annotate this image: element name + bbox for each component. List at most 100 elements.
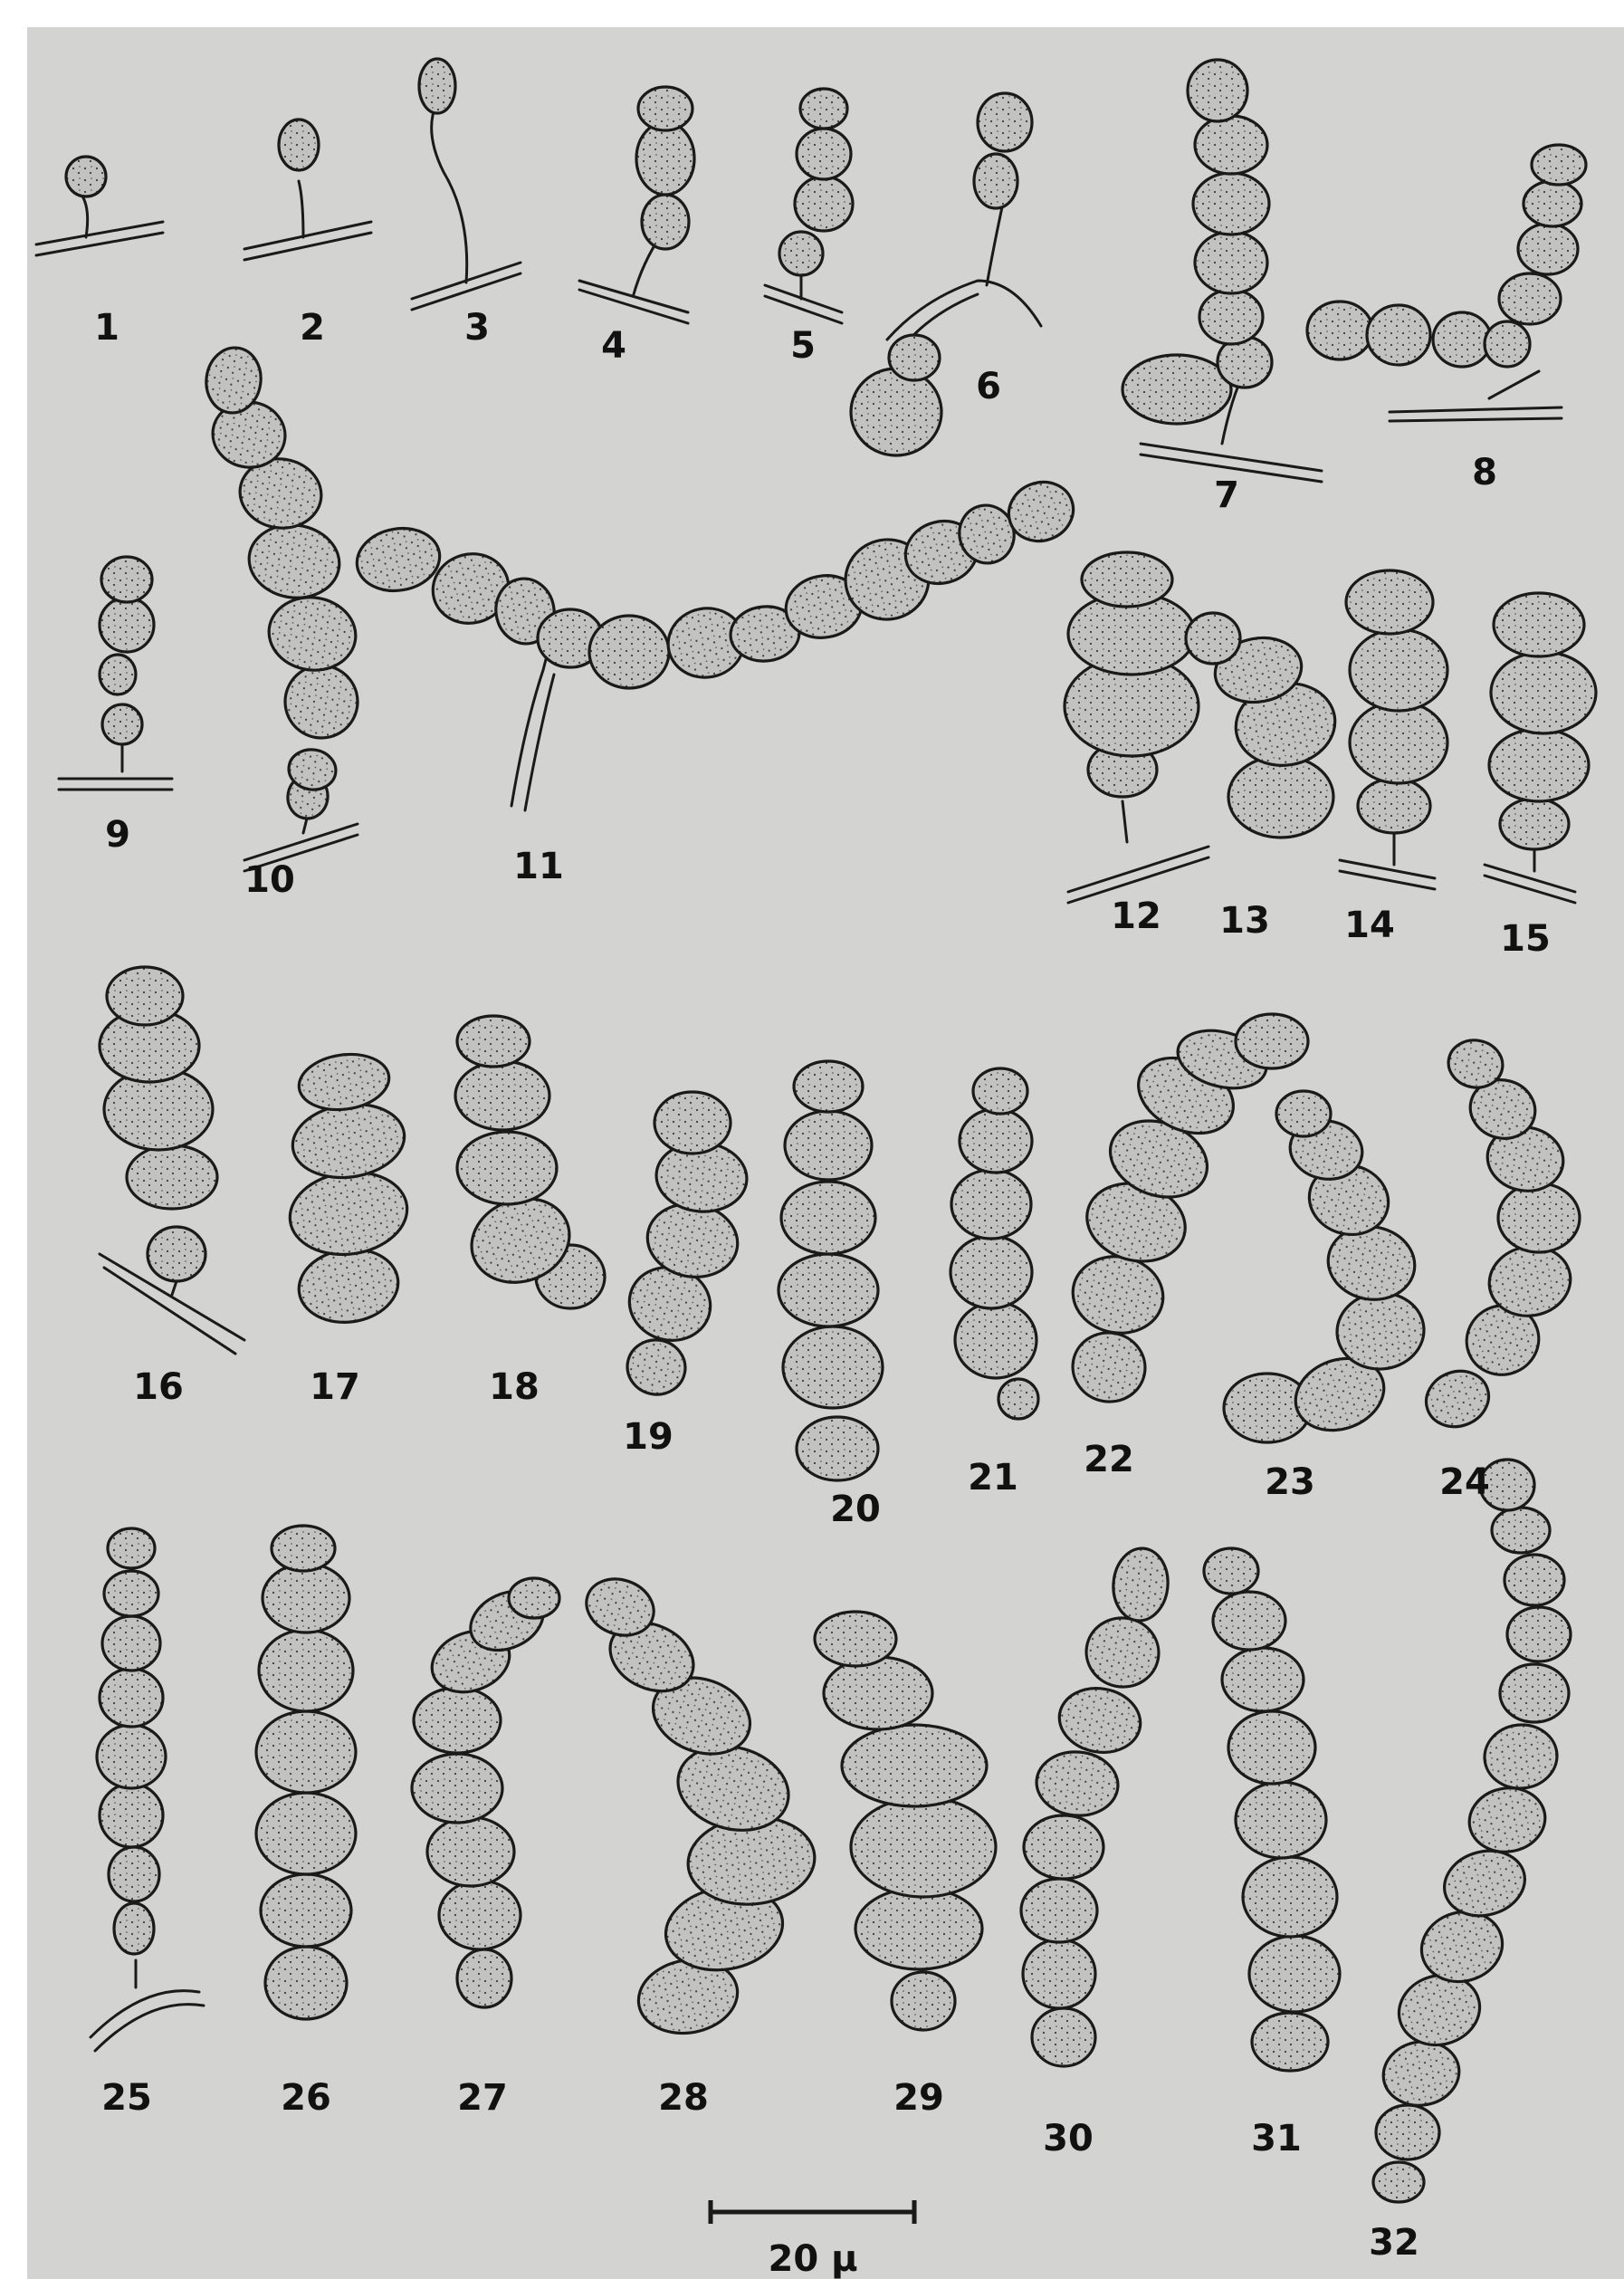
conidium-14-cell-3 bbox=[1350, 629, 1447, 711]
conidium-11-cell-5 bbox=[589, 616, 669, 688]
conidium-25-cell-5 bbox=[100, 1669, 163, 1727]
conidium-27-cell-3 bbox=[427, 1817, 514, 1886]
conidium-26-cell-5 bbox=[259, 1630, 353, 1711]
specimen-label-12: 12 bbox=[1111, 895, 1161, 937]
specimen-label-16: 16 bbox=[133, 1366, 184, 1408]
conidium-3 bbox=[419, 59, 455, 113]
conidium-26-cell-6 bbox=[263, 1564, 349, 1633]
conidium-30-cell-3 bbox=[1021, 1879, 1097, 1942]
conidium-16-cell-2 bbox=[127, 1145, 217, 1209]
conidium-31-cell-5 bbox=[1228, 1711, 1315, 1784]
conidium-25-cell-4 bbox=[97, 1725, 166, 1788]
specimen-label-4: 4 bbox=[601, 325, 626, 367]
conidium-31-cell-8 bbox=[1204, 1548, 1258, 1594]
conidium-32-cell-1 bbox=[1373, 2162, 1424, 2202]
conidium-7-cell-7 bbox=[1188, 60, 1247, 121]
conidium-13-cell-1 bbox=[1228, 756, 1333, 838]
conidium-7-cell-6 bbox=[1195, 116, 1267, 174]
specimen-label-20: 20 bbox=[830, 1489, 881, 1530]
specimen-label-23: 23 bbox=[1265, 1461, 1315, 1503]
conidium-8-cell-7 bbox=[1524, 181, 1581, 226]
conidium-32-cell-9 bbox=[1500, 1664, 1569, 1722]
conidium-31-cell-4 bbox=[1236, 1782, 1326, 1858]
conidium-8-cell-6 bbox=[1518, 224, 1578, 274]
conidium-31-cell-1 bbox=[1252, 2013, 1328, 2071]
specimen-label-24: 24 bbox=[1439, 1461, 1490, 1503]
specimen-label-32: 32 bbox=[1369, 2222, 1419, 2264]
specimen-label-30: 30 bbox=[1043, 2118, 1094, 2159]
conidium-27-cell-5 bbox=[414, 1688, 501, 1753]
conidium-18-cell-4 bbox=[455, 1061, 549, 1130]
conidium-5-cell-4 bbox=[800, 89, 847, 129]
conidium-4 bbox=[636, 87, 694, 249]
conidium-7-cell-4 bbox=[1195, 232, 1267, 293]
specimen-label-31: 31 bbox=[1251, 2118, 1302, 2159]
specimen-label-17: 17 bbox=[310, 1366, 360, 1408]
conidium-25-cell-2 bbox=[109, 1847, 159, 1901]
conidium-2 bbox=[279, 120, 319, 170]
conidium-22-cell-7 bbox=[1236, 1014, 1308, 1068]
specimen-label-26: 26 bbox=[281, 2077, 331, 2119]
conidium-8-cell-2 bbox=[1367, 305, 1430, 365]
conidium-13-cell-4 bbox=[1186, 613, 1240, 664]
specimen-label-1: 1 bbox=[94, 307, 119, 349]
specimen-label-21: 21 bbox=[968, 1457, 1018, 1499]
specimen-label-25: 25 bbox=[101, 2077, 152, 2119]
conidium-21-cell-2 bbox=[955, 1302, 1036, 1378]
specimen-label-14: 14 bbox=[1344, 905, 1395, 946]
conidium-26-cell-1 bbox=[265, 1947, 347, 2019]
conidium-9-cell-2 bbox=[100, 655, 136, 694]
conidium-14-cell-2 bbox=[1350, 702, 1447, 783]
conidium-15-cell-1 bbox=[1500, 799, 1569, 849]
specimen-label-7: 7 bbox=[1214, 474, 1239, 516]
specimen-label-22: 22 bbox=[1084, 1439, 1134, 1480]
conidium-20-cell-4 bbox=[781, 1182, 875, 1254]
conidium-32-cell-12 bbox=[1492, 1508, 1550, 1553]
conidium-2-cell-1 bbox=[279, 120, 319, 170]
specimen-label-2: 2 bbox=[300, 307, 325, 349]
conidium-27-cell-1 bbox=[457, 1949, 511, 2007]
specimen-label-6: 6 bbox=[976, 366, 1001, 407]
specimen-label-3: 3 bbox=[464, 307, 490, 349]
specimen-label-8: 8 bbox=[1472, 452, 1497, 493]
conidium-16-cell-1 bbox=[148, 1227, 205, 1281]
conidium-31-cell-7 bbox=[1213, 1592, 1285, 1650]
conidium-16-cell-5 bbox=[107, 967, 183, 1025]
conidium-5-cell-1 bbox=[779, 232, 823, 275]
scale-bar-label: 20 μ bbox=[768, 2238, 857, 2279]
conidium-6-cell-2 bbox=[889, 335, 940, 380]
conidium-4-cell-3 bbox=[638, 87, 693, 130]
conidium-21-cell-5 bbox=[960, 1109, 1032, 1173]
conidium-32-cell-10 bbox=[1507, 1607, 1571, 1661]
conidium-7-cell-5 bbox=[1193, 173, 1269, 235]
conidium-24-cell-4 bbox=[1498, 1183, 1580, 1252]
conidium-32-cell-11 bbox=[1505, 1555, 1564, 1605]
conidium-20-cell-1 bbox=[797, 1417, 878, 1480]
conidium-27-cell-2 bbox=[439, 1881, 521, 1949]
conidium-8-cell-8 bbox=[1532, 145, 1586, 185]
conidium-14-cell-1 bbox=[1358, 779, 1430, 833]
conidium-4-cell-1 bbox=[642, 195, 689, 249]
conidium-19-cell-5 bbox=[654, 1092, 731, 1154]
conidium-30-cell-4 bbox=[1024, 1815, 1103, 1879]
conidium-26-cell-3 bbox=[256, 1793, 356, 1874]
specimen-label-28: 28 bbox=[658, 2077, 709, 2119]
specimen-label-11: 11 bbox=[513, 846, 564, 887]
conidium-23-cell-7 bbox=[1276, 1091, 1331, 1136]
conidium-20-cell-5 bbox=[785, 1111, 872, 1180]
specimen-label-13: 13 bbox=[1219, 900, 1270, 942]
conidium-27-cell-8 bbox=[509, 1578, 559, 1618]
conidium-30-cell-1 bbox=[1032, 2008, 1095, 2066]
conidium-21-cell-1 bbox=[998, 1379, 1038, 1419]
conidium-9-cell-4 bbox=[101, 557, 152, 602]
conidium-31-cell-3 bbox=[1243, 1857, 1337, 1937]
conidium-29-cell-5 bbox=[824, 1657, 932, 1729]
conidium-18-cell-5 bbox=[457, 1016, 530, 1067]
conidium-15-cell-4 bbox=[1494, 593, 1584, 656]
conidium-8-cell-4 bbox=[1485, 321, 1530, 367]
conidium-26-cell-2 bbox=[261, 1874, 351, 1947]
conidium-26-cell-7 bbox=[272, 1526, 335, 1571]
conidium-29-cell-6 bbox=[815, 1612, 896, 1666]
specimen-label-18: 18 bbox=[489, 1366, 540, 1408]
